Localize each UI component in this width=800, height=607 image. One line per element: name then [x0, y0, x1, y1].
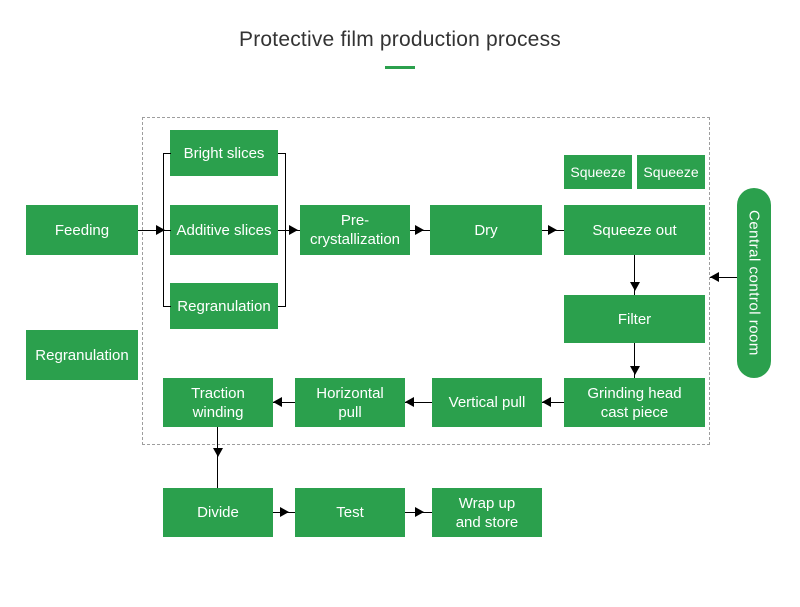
node-central-control-room[interactable]: Central control room [737, 188, 771, 378]
node-traction-winding[interactable]: Traction winding [163, 378, 273, 427]
arrowhead-vertical-pull-to-horizontal-pull [405, 397, 414, 407]
node-additive-slices-label: Additive slices [176, 221, 272, 239]
arrowhead-divide-to-test [280, 507, 289, 517]
node-test-label: Test [336, 504, 364, 521]
node-filter-label: Filter [617, 310, 652, 328]
node-feeding[interactable]: Feeding [26, 205, 138, 255]
node-squeeze-b-label: Squeeze [643, 163, 699, 180]
node-regranulation-standalone-label: Regranulation [35, 346, 129, 364]
node-dry[interactable]: Dry [430, 205, 542, 255]
node-squeeze-b[interactable]: Squeeze [637, 155, 705, 189]
node-squeeze-a[interactable]: Squeeze [564, 155, 632, 189]
arrowhead-precrystallization-to-dry [415, 225, 424, 235]
bracket-left-stub-mid [163, 230, 171, 231]
node-grinding-head-cast-piece[interactable]: Grinding head cast piece [564, 378, 705, 427]
node-horizontal-pull[interactable]: Horizontal pull [295, 378, 405, 427]
node-regranulation-standalone[interactable]: Regranulation [26, 330, 138, 380]
node-grinding-head-label-line2: cast piece [600, 403, 669, 421]
node-divide-label: Divide [197, 504, 239, 521]
node-wrap-up-and-store[interactable]: Wrap up and store [432, 488, 542, 537]
bracket-left-stub-top [163, 153, 171, 154]
node-wrap-up-label-line1: Wrap up [458, 494, 516, 512]
arrowhead-grinding-head-to-vertical-pull [542, 397, 551, 407]
node-grinding-head-label-line1: Grinding head [587, 384, 682, 402]
node-pre-crystallization-label-line2: crystallization [309, 231, 401, 248]
bracket-left-stub-bottom [163, 306, 171, 307]
edge-vertical-pull-to-horizontal-pull [405, 402, 432, 403]
node-traction-winding-label-line1: Traction [191, 384, 245, 402]
arrowhead-central-control-to-process-group [710, 272, 719, 282]
bracket-right-stub-bottom [278, 306, 286, 307]
page-title: Protective film production process [239, 28, 561, 51]
node-vertical-pull-label: Vertical pull [448, 394, 526, 411]
edge-grinding-head-to-vertical-pull [542, 402, 564, 403]
node-pre-crystallization[interactable]: Pre- crystallization [300, 205, 410, 255]
node-central-control-room-label: Central control room [745, 210, 763, 356]
title-underline-accent [385, 66, 415, 69]
node-squeeze-a-label: Squeeze [570, 163, 626, 180]
edge-feeding-to-slices [138, 230, 164, 231]
node-wrap-up-label-line2: and store [455, 513, 519, 531]
node-bright-slices-label: Bright slices [183, 144, 265, 162]
arrowhead-test-to-wrap-up [415, 507, 424, 517]
node-filter[interactable]: Filter [564, 295, 705, 343]
bracket-left-spine [163, 153, 164, 306]
node-regranulation-label: Regranulation [177, 297, 271, 315]
node-dry-label: Dry [474, 221, 498, 239]
node-traction-winding-label-line2: winding [192, 403, 244, 421]
node-divide[interactable]: Divide [163, 488, 273, 537]
edge-filter-to-grinding-head [634, 343, 635, 378]
node-horizontal-pull-label-line2: pull [338, 403, 362, 421]
edge-central-control-to-process-group [710, 277, 737, 278]
node-horizontal-pull-label-line1: Horizontal [316, 384, 384, 402]
arrowhead-dry-to-squeeze-out [548, 225, 557, 235]
node-squeeze-out-label: Squeeze out [592, 221, 677, 239]
arrowhead-filter-to-grinding-head [630, 366, 640, 375]
node-vertical-pull[interactable]: Vertical pull [432, 378, 542, 427]
node-additive-slices[interactable]: Additive slices [170, 205, 278, 255]
bracket-right-stub-top [278, 153, 286, 154]
arrowhead-slices-to-precrystallization [289, 225, 298, 235]
node-squeeze-out[interactable]: Squeeze out [564, 205, 705, 255]
node-feeding-label: Feeding [54, 221, 110, 239]
arrowhead-horizontal-pull-to-traction-winding [273, 397, 282, 407]
process-group-boundary [142, 117, 710, 445]
arrowhead-squeeze-out-to-filter [630, 282, 640, 291]
arrowhead-traction-winding-to-divide [213, 448, 223, 457]
edge-traction-winding-to-divide [217, 427, 218, 488]
node-regranulation[interactable]: Regranulation [170, 283, 278, 329]
edge-horizontal-pull-to-traction-winding [273, 402, 295, 403]
node-pre-crystallization-label-line1: Pre- [340, 212, 370, 229]
node-bright-slices[interactable]: Bright slices [170, 130, 278, 176]
bracket-right-spine [285, 153, 286, 306]
node-test[interactable]: Test [295, 488, 405, 537]
arrowhead-feeding-to-slices [156, 225, 165, 235]
edge-squeeze-out-to-filter [634, 255, 635, 295]
bracket-right-stub-mid [278, 230, 286, 231]
